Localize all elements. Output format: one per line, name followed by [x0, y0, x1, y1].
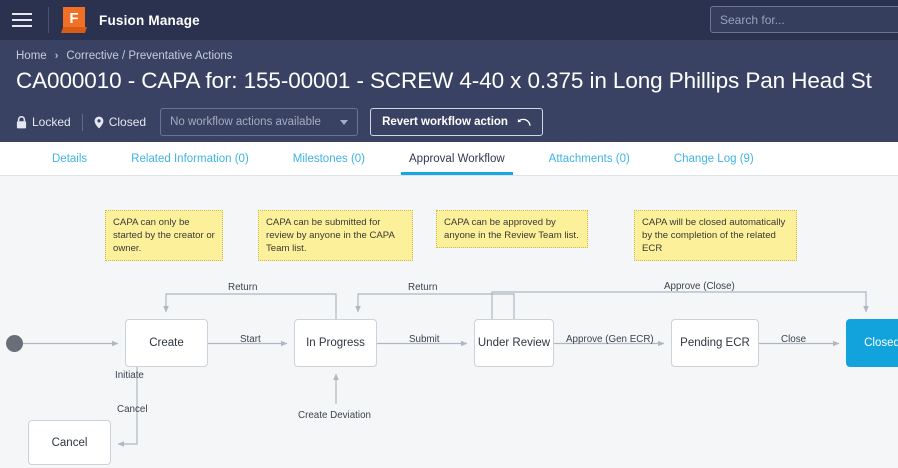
- node-under-review[interactable]: Under Review: [474, 319, 554, 367]
- breadcrumb-home[interactable]: Home: [16, 50, 47, 62]
- workflow-actions-select[interactable]: No workflow actions available: [160, 108, 359, 136]
- chevron-down-icon: [340, 119, 349, 125]
- note-underreview: CAPA can be approved by anyone in the Re…: [436, 210, 588, 248]
- tab-attachments-0[interactable]: Attachments (0): [548, 152, 630, 165]
- map-pin-icon: [94, 116, 104, 128]
- edge-approve-close-to-closed: [491, 291, 869, 319]
- logo-base: [61, 27, 87, 33]
- tab-bar: Details Related Information (0) Milestones…: [0, 142, 898, 176]
- undo-arrow-icon: [517, 118, 531, 126]
- workflow-toolbar: Locked Closed No workflow actions availa…: [16, 108, 543, 136]
- edge-label-submit: Submit: [409, 334, 440, 345]
- edge-return-underreview-to-inprogress: [355, 293, 515, 319]
- hamburger-bar: [12, 13, 32, 15]
- topbar-divider: [48, 7, 49, 33]
- edge-return-inprogress-to-create: [163, 293, 337, 319]
- tab-milestones-0[interactable]: Milestones (0): [292, 152, 365, 165]
- edge-label-cancel: Cancel: [117, 404, 148, 415]
- toolbar-divider: [81, 113, 83, 131]
- edge-label-approve-close: Approve (Close): [664, 281, 735, 292]
- logo-letter: F: [63, 7, 85, 29]
- edge-create-to-cancel: [117, 367, 138, 447]
- edge-label-close: Close: [781, 334, 807, 345]
- edge-label-return-2: Return: [408, 282, 438, 293]
- top-bar: F Fusion Manage: [0, 0, 898, 40]
- hamburger-bar: [12, 19, 32, 21]
- workflow-connectors: [23, 291, 869, 447]
- node-cancel[interactable]: Cancel: [28, 420, 111, 465]
- search-box[interactable]: [710, 6, 898, 33]
- lock-icon: [16, 115, 27, 128]
- hamburger-menu-icon[interactable]: [0, 0, 44, 40]
- app-brand-title: Fusion Manage: [99, 12, 200, 28]
- node-closed[interactable]: Closed: [846, 319, 898, 367]
- start-dot: [6, 335, 23, 352]
- tab-approval-workflow[interactable]: Approval Workflow: [387, 142, 527, 175]
- breadcrumb: Home › Corrective / Preventative Actions: [16, 50, 233, 62]
- status-locked-label: Locked: [32, 115, 71, 129]
- revert-workflow-action-label: Revert workflow action: [382, 116, 508, 128]
- edge-label-create-deviation: Create Deviation: [298, 410, 371, 421]
- hamburger-bar: [12, 25, 32, 27]
- tab-related-information-0[interactable]: Related Information (0): [131, 152, 249, 165]
- tab-change-log-9[interactable]: Change Log (9): [673, 152, 754, 165]
- page-title: CA000010 - CAPA for: 155-00001 - SCREW 4…: [16, 68, 872, 93]
- note-closed: CAPA will be closed automatically by the…: [634, 210, 797, 261]
- status-badge-locked: Locked: [16, 115, 71, 129]
- status-badge-closed: Closed: [94, 115, 146, 129]
- note-inprogress: CAPA can be submitted for review by anyo…: [258, 210, 413, 261]
- search-input[interactable]: [710, 6, 898, 33]
- edge-label-initiate: Initiate: [115, 370, 144, 381]
- approval-workflow-canvas: CAPA can only be started by the creator …: [0, 176, 898, 468]
- edge-label-start: Start: [240, 334, 261, 345]
- node-pending-ecr[interactable]: Pending ECR: [671, 319, 759, 367]
- revert-workflow-action-button[interactable]: Revert workflow action: [370, 108, 543, 136]
- status-closed-label: Closed: [108, 115, 147, 129]
- node-create[interactable]: Create: [125, 319, 208, 367]
- workflow-actions-value: No workflow actions available: [170, 116, 321, 128]
- edge-label-approve-gen-ecr: Approve (Gen ECR): [566, 334, 654, 345]
- fusion-logo-icon: F: [61, 7, 87, 33]
- edge-label-return-1: Return: [228, 282, 258, 293]
- breadcrumb-current[interactable]: Corrective / Preventative Actions: [66, 50, 233, 62]
- breadcrumb-separator-icon: ›: [54, 50, 59, 62]
- node-in-progress[interactable]: In Progress: [294, 319, 377, 367]
- page-subheader: Home › Corrective / Preventative Actions…: [0, 40, 898, 142]
- note-create: CAPA can only be started by the creator …: [105, 210, 223, 261]
- tab-details[interactable]: Details: [52, 152, 88, 165]
